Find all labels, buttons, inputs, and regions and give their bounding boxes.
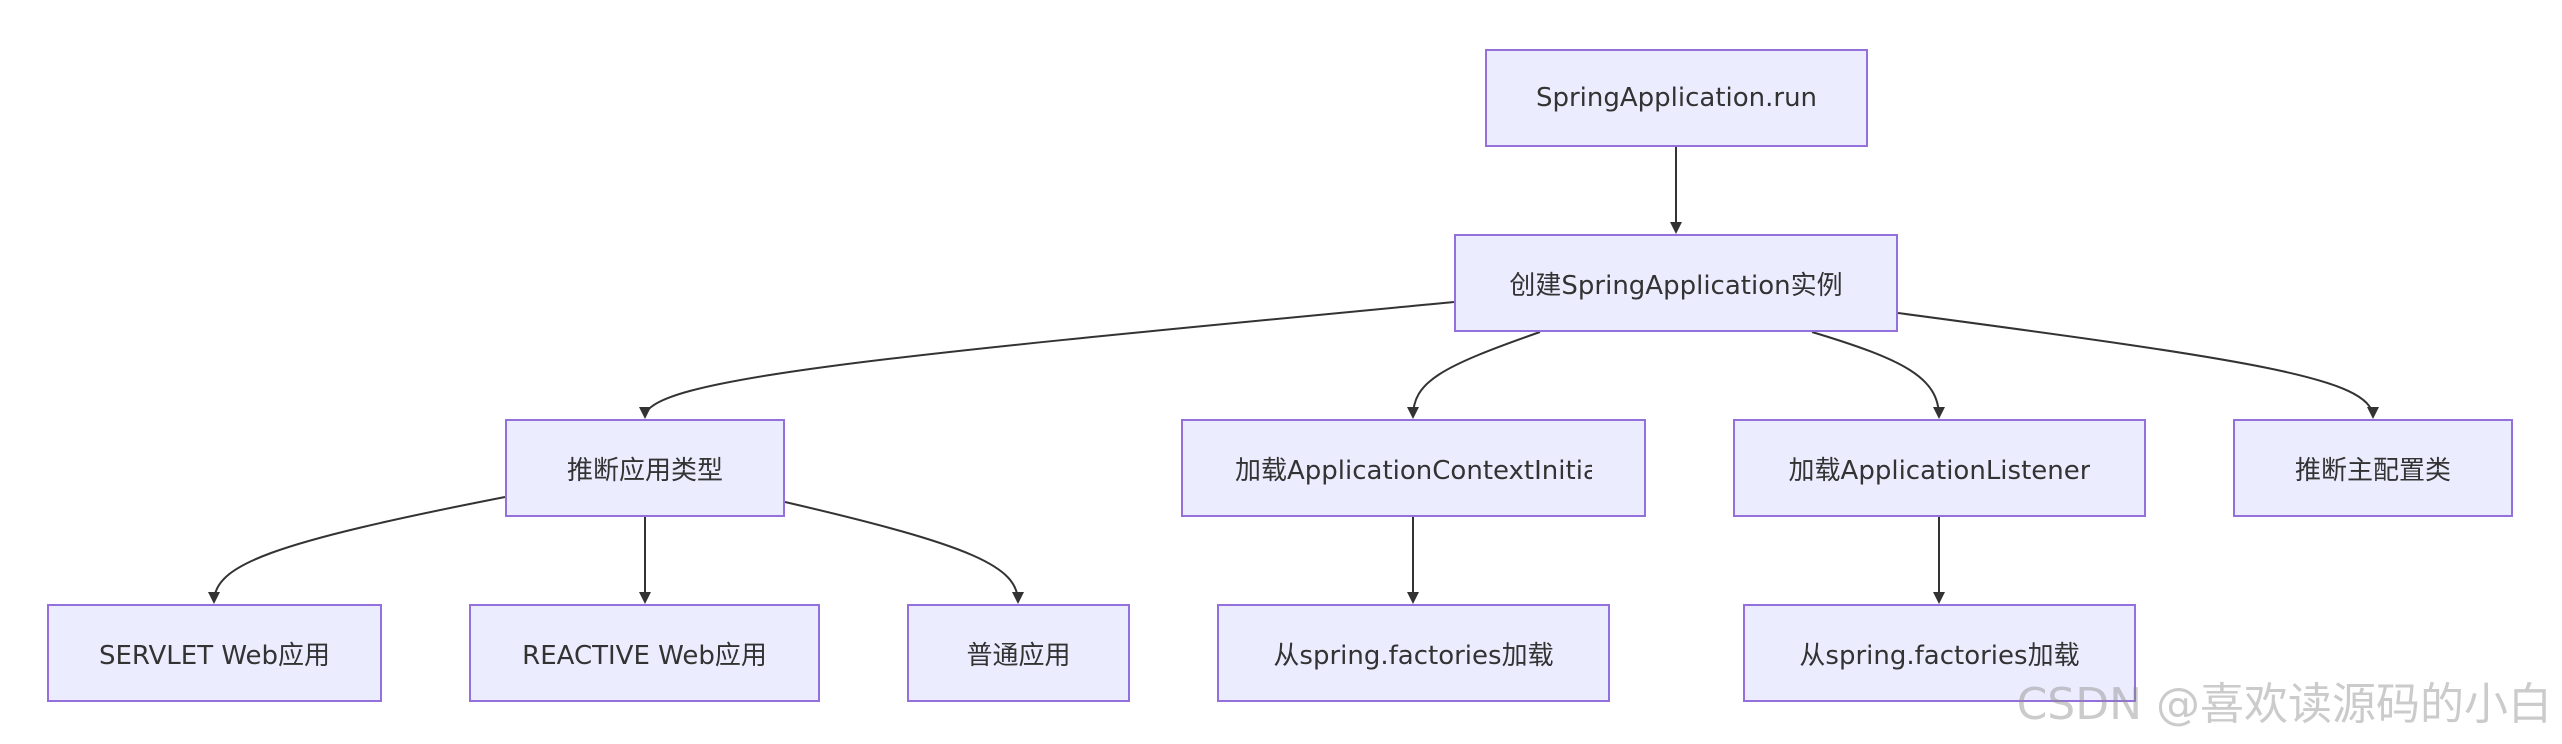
node-infer-main-class: 推断主配置类 [2233,419,2513,517]
node-springapplication-run: SpringApplication.run [1485,49,1868,147]
node-label: 普通应用 [966,640,1071,671]
edge-create-to-load-initializer [1407,331,1541,419]
edge-infer-type-to-normal [784,501,1024,604]
node-load-from-factories-initializer: 从spring.factories加载 [1217,604,1610,702]
node-label: 加载ApplicationContextInitia [1235,455,1592,486]
node-label: SpringApplication.run [1535,83,1818,113]
node-create-instance: 创建SpringApplication实例 [1454,234,1898,332]
node-label: 从spring.factories加载 [1273,640,1554,671]
node-label: 推断应用类型 [566,455,723,486]
node-label: SERVLET Web应用 [98,640,331,671]
watermark: CSDN @喜欢读源码的小白 [2016,679,2552,730]
node-label: 从spring.factories加载 [1799,640,2080,671]
node-label: 加载ApplicationListener [1788,455,2091,486]
node-servlet-web: SERVLET Web应用 [47,604,382,702]
edge-infer-type-to-servlet [208,496,506,604]
node-load-initializer: 加载ApplicationContextInitia [1181,419,1646,517]
node-label: REACTIVE Web应用 [522,640,767,671]
edge-create-to-infer-main [1897,312,2379,419]
node-load-listener: 加载ApplicationListener [1733,419,2146,517]
node-reactive-web: REACTIVE Web应用 [469,604,820,702]
edge-create-to-infer-type [639,301,1455,419]
node-load-from-factories-listener: 从spring.factories加载 [1743,604,2136,702]
node-normal-app: 普通应用 [907,604,1130,702]
edge-create-to-load-listener [1811,331,1945,419]
node-label: 推断主配置类 [2294,455,2451,486]
node-infer-application-type: 推断应用类型 [505,419,785,517]
node-label: 创建SpringApplication实例 [1509,270,1843,301]
